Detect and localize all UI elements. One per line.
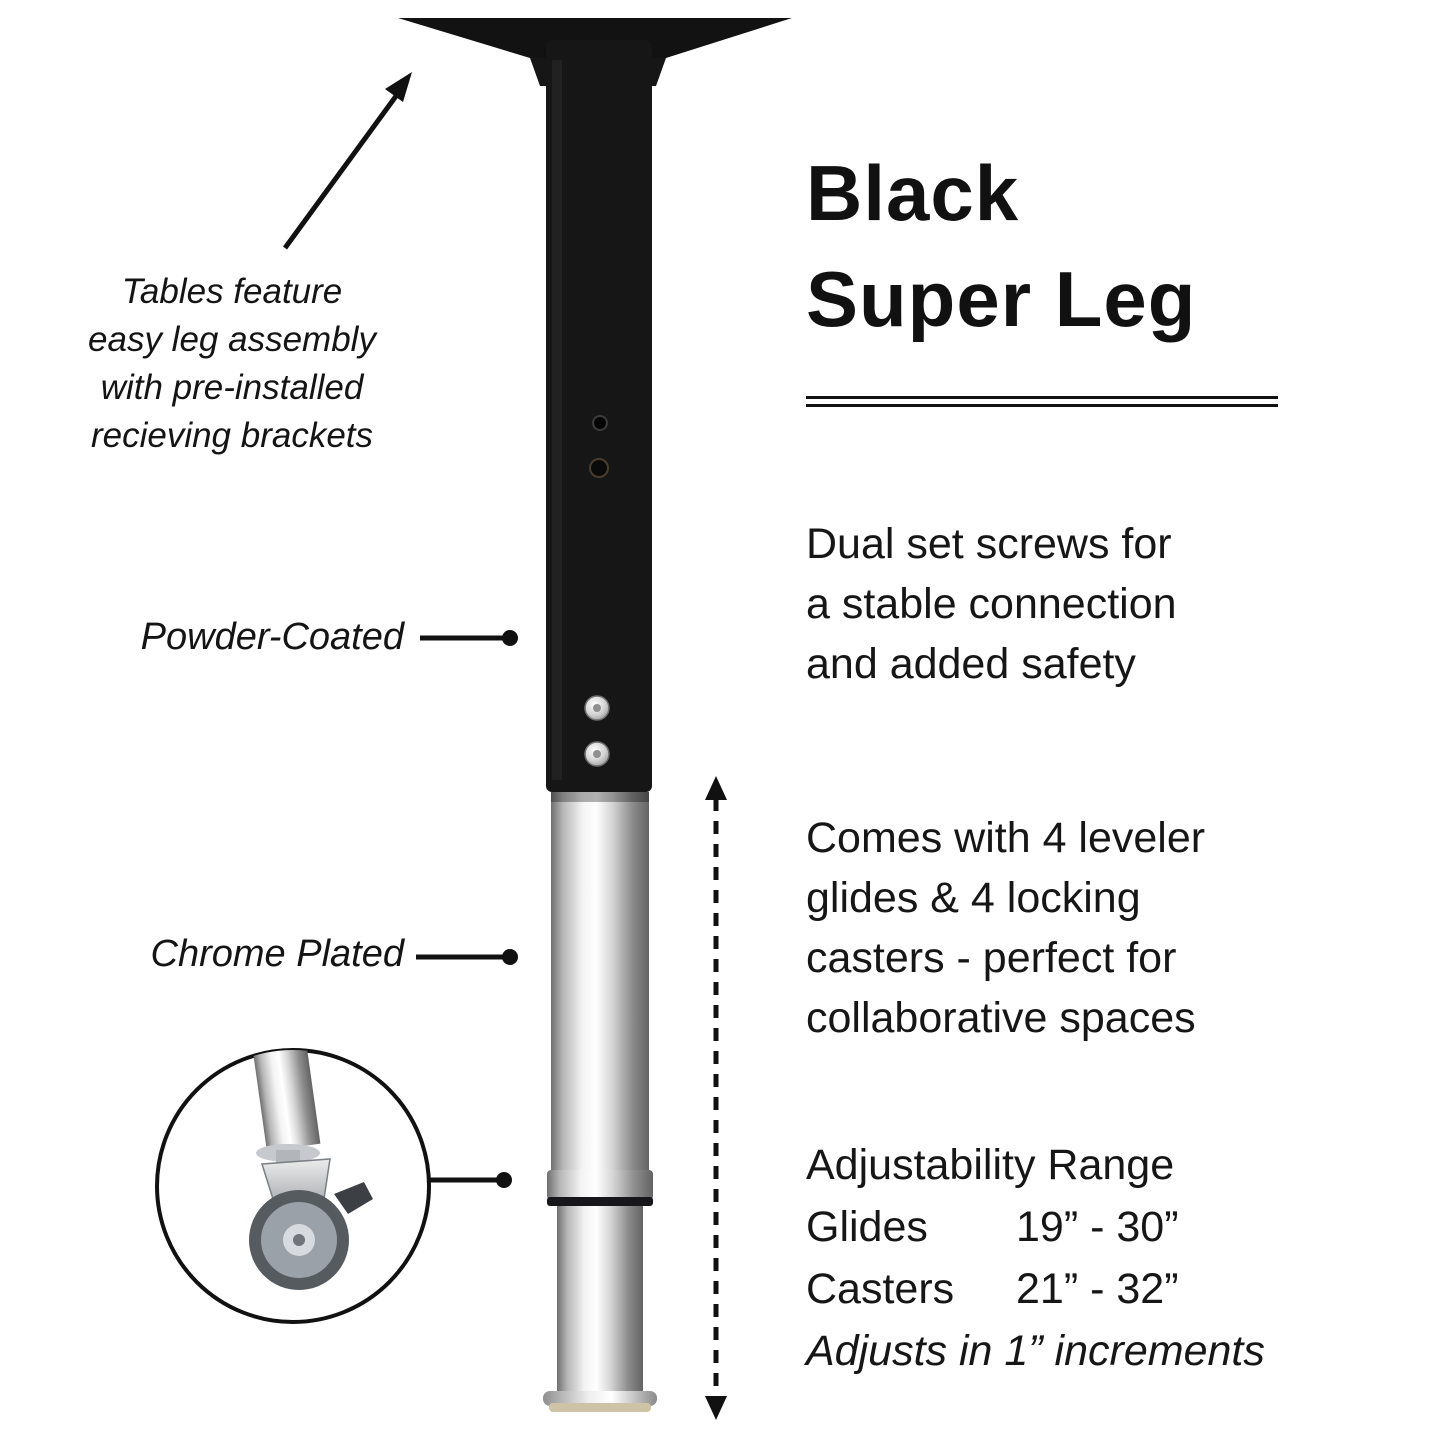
adjustability-row-value: 19” - 30” <box>1016 1203 1179 1251</box>
leg-chrome-column <box>543 792 657 1412</box>
feature-casters: Comes with 4 leveler glides & 4 locking … <box>806 808 1366 1048</box>
feature-dual-screws: Dual set screws for a stable connection … <box>806 514 1366 694</box>
feature-line: casters - perfect for <box>806 934 1177 982</box>
assembly-note-line: easy leg assembly <box>88 320 376 359</box>
collar-ring <box>547 1197 653 1206</box>
adjustability-row-value: 21” - 32” <box>1016 1265 1179 1313</box>
feature-line: and added safety <box>806 640 1136 688</box>
adjustability-row: Glides 19” - 30” <box>806 1196 1426 1258</box>
chrome-plated-leader-line <box>416 949 518 965</box>
feature-line: a stable connection <box>806 580 1177 628</box>
adjustability-row: Casters 21” - 32” <box>806 1258 1426 1320</box>
assembly-arrow <box>282 72 412 250</box>
adjustability-section: Adjustability Range Glides 19” - 30” Cas… <box>806 1134 1426 1382</box>
leveler-glide <box>543 1391 657 1406</box>
bracket-hole <box>589 458 609 478</box>
adjustment-collar <box>547 1170 653 1200</box>
assembly-note-line: with pre-installed <box>100 368 364 407</box>
caster-tube <box>250 1050 321 1152</box>
glide-pad <box>549 1403 651 1412</box>
adjustability-heading: Adjustability Range <box>806 1141 1175 1189</box>
feature-line: glides & 4 locking <box>806 874 1141 922</box>
adjustability-row-label: Casters <box>806 1265 955 1313</box>
adjustability-row-label: Glides <box>806 1203 928 1251</box>
label-chrome-plated: Chrome Plated <box>150 933 404 975</box>
caster-brake-lever <box>334 1182 373 1214</box>
feature-line: collaborative spaces <box>806 994 1196 1042</box>
bracket-hole <box>592 415 608 431</box>
adjustability-range-arrow <box>705 776 727 1420</box>
adjustability-note: Adjusts in 1” increments <box>806 1327 1265 1375</box>
product-title-line: Black <box>806 149 1020 237</box>
product-title: Black Super Leg <box>806 140 1366 352</box>
assembly-note-line: recieving brackets <box>90 416 374 455</box>
caster-wheel <box>249 1190 349 1290</box>
feature-line: Dual set screws for <box>806 520 1172 568</box>
assembly-note: Tables feature easy leg assembly with pr… <box>38 268 426 460</box>
product-title-line: Super Leg <box>806 255 1197 343</box>
label-powder-coated: Powder-Coated <box>140 616 404 658</box>
caster-leader-line <box>428 1172 512 1188</box>
caster-inset <box>155 1048 431 1324</box>
powder-coated-leader-line <box>420 630 518 646</box>
leg-black-column <box>546 40 652 792</box>
title-divider <box>806 396 1278 407</box>
feature-line: Comes with 4 leveler <box>806 814 1206 862</box>
assembly-note-line: Tables feature <box>121 272 343 311</box>
